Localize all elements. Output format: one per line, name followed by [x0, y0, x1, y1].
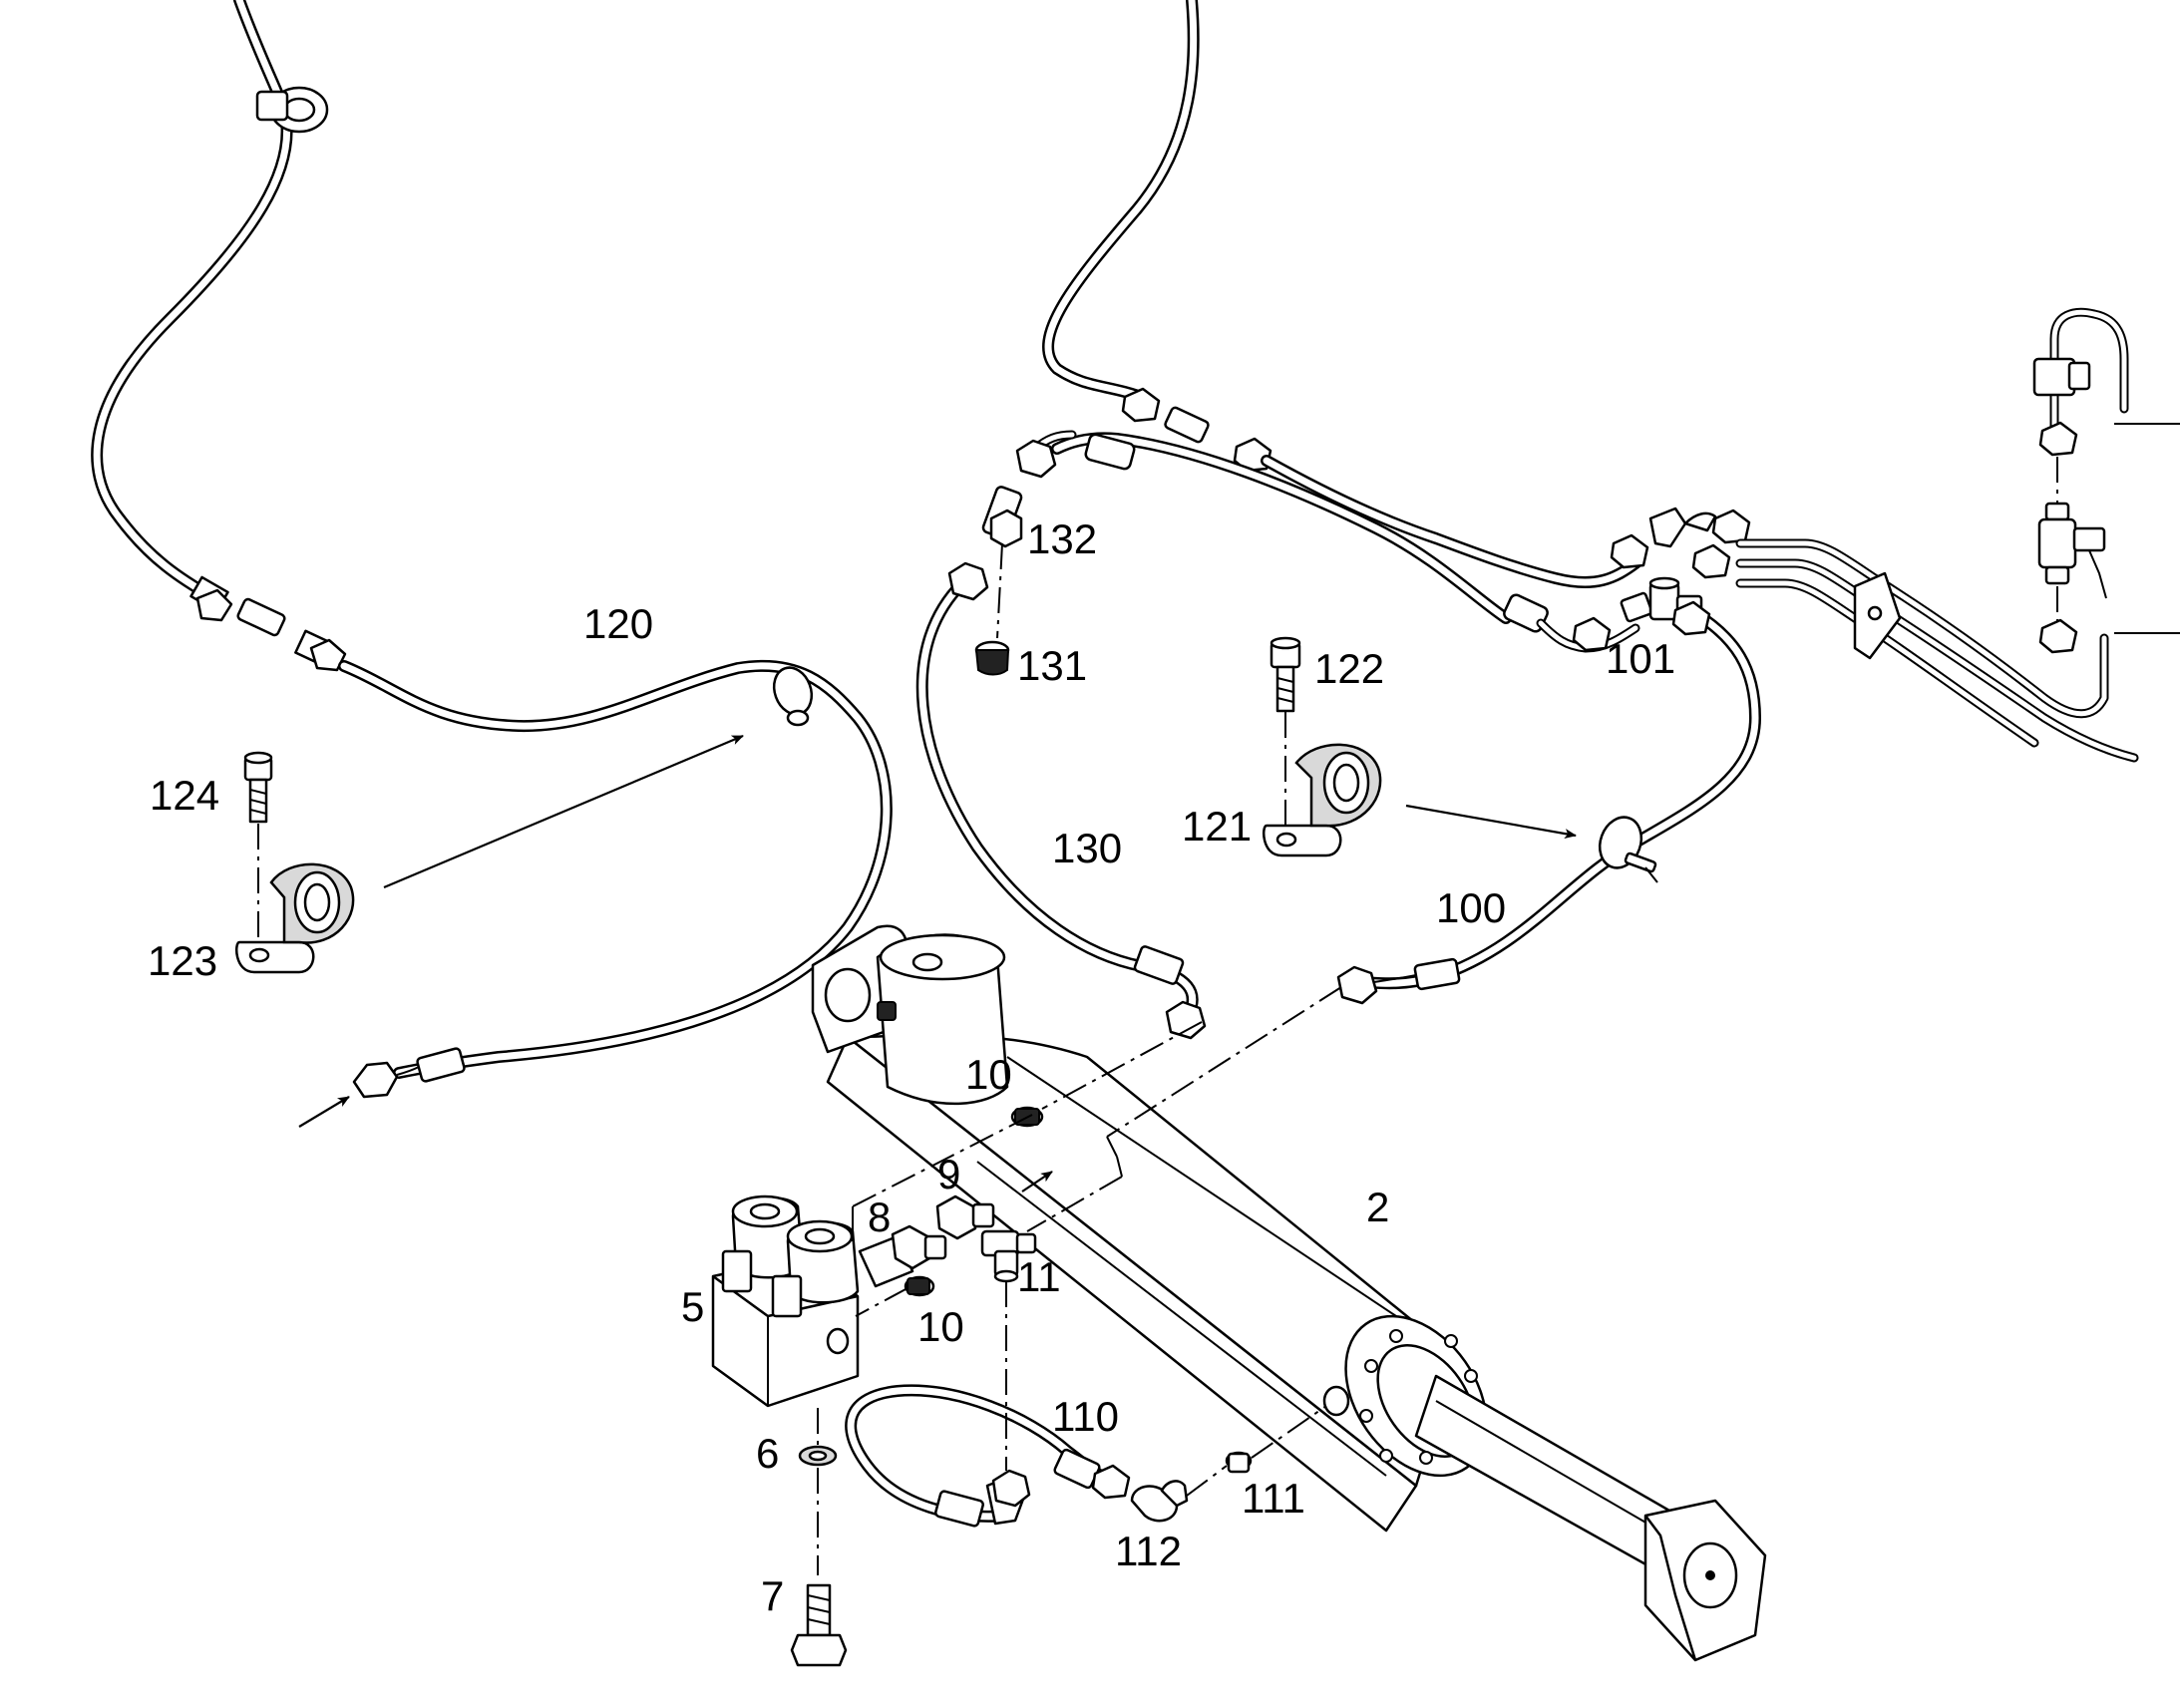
washer-6 [798, 1445, 838, 1467]
hose-100-fittings [1336, 600, 1711, 1005]
assembly-dash-lines [852, 986, 1342, 1497]
pointer-arrow-clamp-123 [383, 734, 744, 889]
callout-112: 112 [1115, 1528, 1182, 1574]
callout-110: 110 [1052, 1393, 1119, 1440]
callout-121: 121 [1182, 803, 1252, 850]
pointer-arrow-clamp-121 [1405, 804, 1577, 840]
valve-block-5 [711, 1195, 860, 1408]
callout-8: 8 [868, 1194, 891, 1240]
hose-100 [1350, 607, 1761, 990]
hose-120-lower-end [352, 1047, 466, 1099]
callout-9: 9 [937, 1151, 960, 1197]
callout-10-lower: 10 [917, 1303, 964, 1350]
flow-arrow-9 [1021, 1171, 1053, 1193]
cylinder-2 [811, 924, 1767, 1662]
callout-120: 120 [583, 600, 653, 647]
callout-101: 101 [1606, 635, 1675, 682]
fitting-9 [935, 1195, 995, 1240]
callout-7: 7 [761, 1572, 784, 1619]
bolt-7 [790, 1583, 848, 1667]
callout-100: 100 [1436, 884, 1506, 931]
callout-6: 6 [756, 1430, 779, 1477]
fitting-11-tee [980, 1229, 1037, 1283]
callout-124: 124 [150, 772, 219, 819]
rigid-pipes-right [1735, 538, 2139, 763]
callout-123: 123 [148, 937, 217, 984]
axis-line-132-131 [996, 542, 1003, 639]
clamp-top-left [255, 86, 329, 134]
valve-assembly-right [2032, 307, 2180, 654]
fitting-8 [858, 1224, 947, 1288]
hose-100-clamp [1598, 816, 1658, 883]
clamp-121 [1263, 743, 1382, 857]
callout-130: 130 [1052, 825, 1122, 871]
callout-10-upper: 10 [965, 1051, 1012, 1098]
hose-120-upper [91, 0, 293, 604]
hose-120-fittings-upper [189, 575, 347, 672]
clamp-123 [235, 862, 355, 974]
hose-110-fittings [934, 1448, 1131, 1528]
callout-2: 2 [1366, 1184, 1389, 1230]
callout-labels: 2 5 6 7 8 9 10 10 11 100 101 110 111 112… [148, 515, 1675, 1619]
hose-130-upper-branch [1051, 432, 1641, 624]
hose-130-fittings [947, 561, 1207, 1040]
callout-132: 132 [1027, 515, 1097, 562]
fitting-132 [981, 486, 1023, 548]
hose-120-main [338, 659, 893, 1079]
callout-5: 5 [681, 1283, 704, 1330]
fitting-131 [974, 640, 1010, 676]
callout-122: 122 [1314, 645, 1384, 692]
fitting-111 [1225, 1451, 1253, 1474]
bolt-124 [243, 751, 273, 824]
fitting-10-lower [904, 1275, 935, 1297]
bolt-122 [1270, 636, 1301, 713]
flow-arrow-120-in [298, 1096, 350, 1128]
fitting-112 [1130, 1480, 1189, 1523]
elbow-fittings-right [1648, 507, 1751, 579]
hose-130-top-routing [1015, 430, 1077, 479]
callout-111: 111 [1242, 1475, 1305, 1522]
callout-131: 131 [1017, 642, 1087, 689]
lower-branch-to-101 [1536, 533, 1649, 653]
hose-top-right [1042, 0, 1200, 405]
pipe-block-clamp [1853, 571, 1902, 660]
callout-11: 11 [1017, 1253, 1061, 1300]
hose-120-clamp [772, 666, 814, 727]
